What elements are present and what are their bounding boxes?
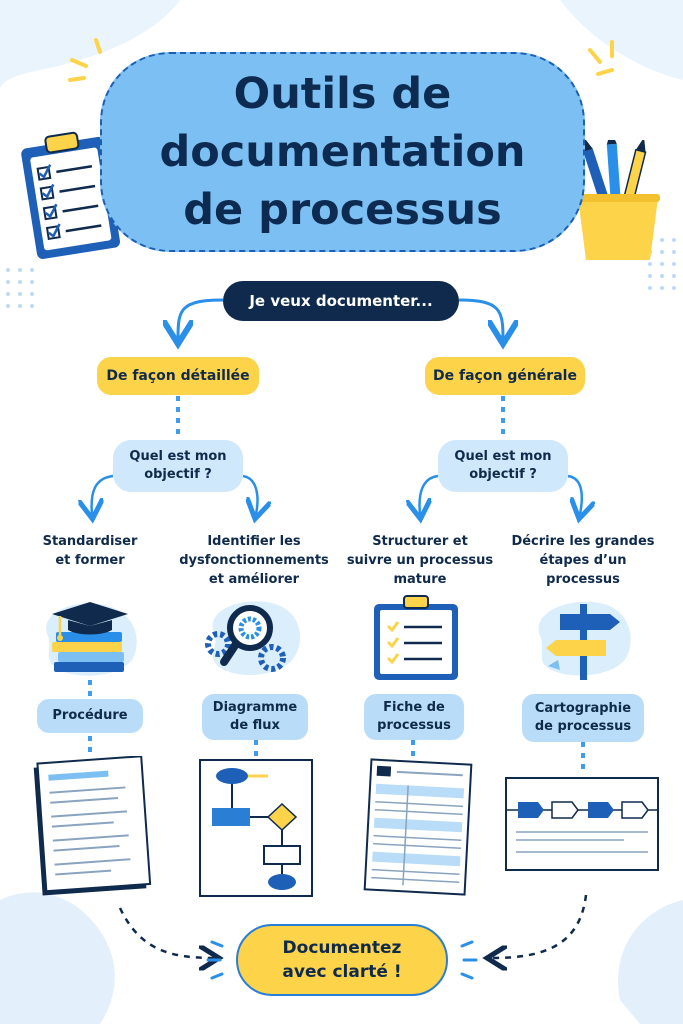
process-sheet-thumbnail [363,758,473,896]
goal-identify: Identifier les dysfonctionnements et amé… [179,534,329,587]
goal-standardize: Standardiser et former [42,534,138,568]
tool-process-map: Cartographie de processus [522,694,644,742]
question-general: Quel est mon objectif ? [438,440,568,492]
branch-detailed: De façon détaillée [97,357,259,395]
graduation-cap-books-icon [46,602,137,676]
tool-process-sheet: Fiche de processus [364,694,464,740]
flow-diagram-thumbnail [199,759,313,897]
question-detailed: Quel est mon objectif ? [113,440,243,492]
magnifier-gears-icon [205,601,301,676]
conclusion-badge: Documentez avec clarté ! [236,924,448,996]
sparkle-decor [68,38,614,82]
clipboard-checklist-icon [21,131,121,259]
process-map-thumbnail [505,777,659,871]
pencil-cup-icon [576,140,660,260]
branch-general: De façon générale [425,357,585,395]
goal-structure: Structurer et suivre un processus mature [346,534,494,587]
procedure-document-thumbnail [33,756,152,896]
title-banner: Outils de documentation de processus [100,52,585,252]
goal-describe: Décrire les grandes étapes d’un processu… [511,534,655,587]
tool-flow-diagram: Diagramme de flux [202,694,308,740]
clipboard-checklist-icon-small [374,595,458,680]
dot-pattern [6,238,676,308]
signpost-icon [538,601,631,680]
tool-procedure: Procédure [37,699,143,733]
page-title: Outils de documentation de processus [159,69,526,235]
root-node: Je veux documenter... [223,281,459,321]
